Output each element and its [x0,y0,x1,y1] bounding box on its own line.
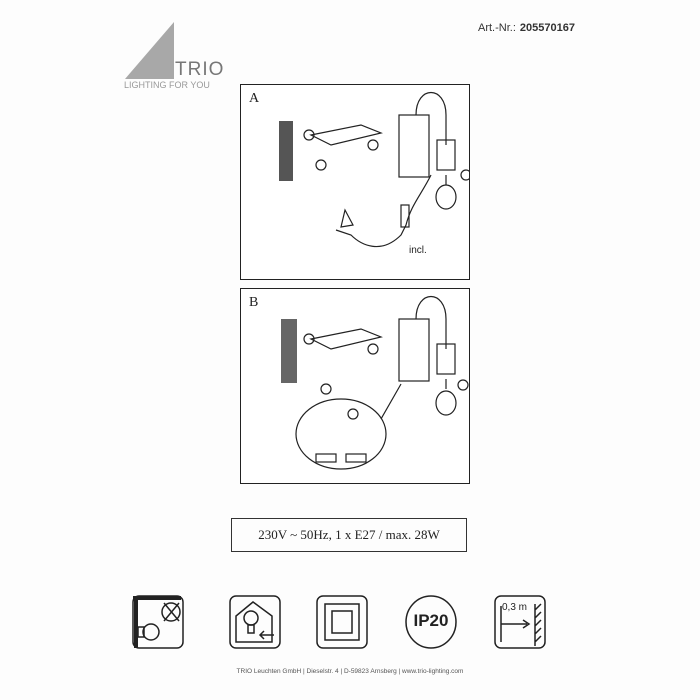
logo-tagline: LIGHTING FOR YOU [124,80,210,90]
ip-rating-label: IP20 [413,611,449,630]
protection-class-ii-icon [316,595,368,649]
article-number: Art.-Nr.:205570167 [478,22,575,34]
assembly-diagram-b [281,295,469,470]
electrical-spec: 230V ~ 50Hz, 1 x E27 / max. 28W [231,518,467,552]
panel-a: A incl. [240,84,472,280]
logo-word: TRIO [175,59,225,80]
company-footer: TRIO Leuchten GmbH | Dieselstr. 4 | D-59… [236,668,464,675]
panel-letter: A [249,91,260,106]
indoor-use-icon [132,595,184,649]
included-note: incl. [409,245,427,256]
ip-rating-icon: IP20 [404,594,458,650]
panel-b: B [240,288,470,484]
replaceable-bulb-icon [229,595,281,649]
article-number-value: 205570167 [519,22,575,34]
min-distance-icon: 0,3 m [493,594,547,650]
panel-letter: B [249,295,259,310]
trio-logo-triangle [125,22,174,79]
assembly-diagram-a [279,91,472,248]
distance-label: 0,3 m [502,602,528,613]
